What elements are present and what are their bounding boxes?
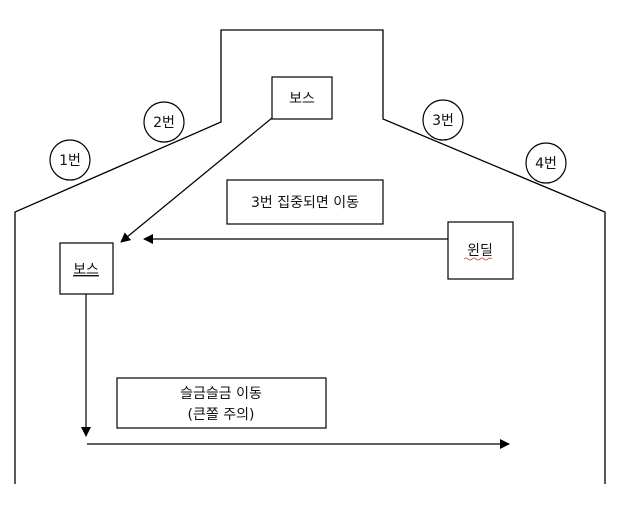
svg-text:(큰쫄 주의): (큰쫄 주의)	[188, 407, 255, 423]
svg-text:윈딜: 윈딜	[467, 243, 493, 259]
gather-note-box: 3번 집중되면 이동	[226, 179, 384, 225]
position-1: 1번	[49, 139, 91, 181]
svg-text:1번: 1번	[59, 153, 81, 169]
room-outline	[14, 29, 606, 484]
boss-box-top: 보스	[271, 76, 333, 120]
position-3: 3번	[422, 99, 464, 141]
boss-box-left: 보스	[59, 242, 114, 295]
svg-text:보스: 보스	[73, 262, 99, 278]
svg-text:보스: 보스	[289, 91, 315, 107]
svg-text:4번: 4번	[535, 156, 557, 172]
arrow-boss-move-diagonal	[120, 117, 273, 243]
windy-box: 윈딜	[447, 221, 514, 280]
slow-move-note-box: 슬금슬금 이동 (큰쫄 주의)	[116, 377, 327, 429]
position-4: 4번	[525, 142, 567, 184]
svg-text:2번: 2번	[153, 115, 175, 131]
position-2: 2번	[143, 101, 185, 143]
svg-text:3번 집중되면 이동: 3번 집중되면 이동	[251, 195, 359, 211]
svg-text:슬금슬금 이동: 슬금슬금 이동	[180, 386, 262, 402]
svg-text:3번: 3번	[432, 113, 454, 129]
